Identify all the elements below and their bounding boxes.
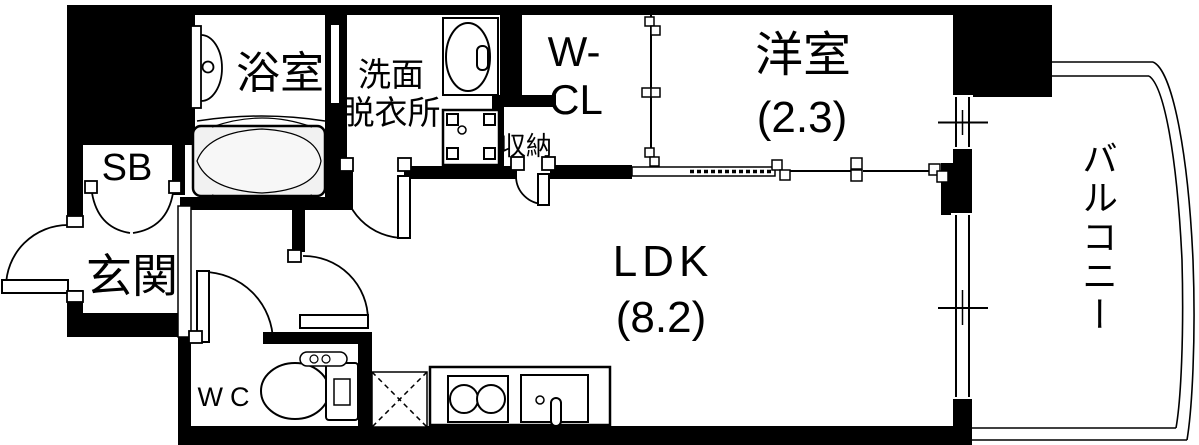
vanity-sink bbox=[442, 17, 499, 96]
hall-door bbox=[287, 249, 369, 329]
shoe-box-doors bbox=[84, 180, 182, 234]
kitchen-counter bbox=[428, 365, 612, 427]
shoe-box-label: SB bbox=[102, 147, 153, 189]
washing-machine-pan bbox=[441, 108, 501, 167]
refrigerator-space bbox=[371, 371, 428, 428]
toilet bbox=[260, 351, 359, 421]
western-room-window bbox=[938, 95, 988, 149]
wc-label: WC bbox=[198, 382, 257, 412]
wcl-label-line2: CL bbox=[549, 76, 603, 123]
washroom-label-line1: 洗面 bbox=[358, 56, 424, 93]
balcony-label: バルコニー bbox=[1077, 140, 1118, 335]
entrance-label: 玄関 bbox=[86, 250, 178, 302]
ldk-label: LDK bbox=[613, 237, 714, 286]
ldk-window bbox=[938, 213, 988, 399]
ldk-size: (8.2) bbox=[616, 293, 706, 342]
wc-door bbox=[188, 270, 274, 344]
western-room-label: 洋室 bbox=[755, 29, 851, 82]
bathroom-label: 浴室 bbox=[236, 49, 324, 98]
storage-label: 収納 bbox=[500, 131, 552, 161]
sliding-partition bbox=[631, 157, 949, 183]
balcony-railing bbox=[972, 61, 1195, 441]
washroom-door bbox=[339, 157, 412, 239]
washroom-label-line2: 脱衣所 bbox=[342, 94, 441, 131]
wcl-label-line1: W- bbox=[548, 28, 601, 75]
storage-door bbox=[510, 156, 556, 206]
entrance-door bbox=[1, 215, 84, 303]
western-room-size: (2.3) bbox=[757, 93, 847, 142]
entrance-step bbox=[177, 205, 192, 338]
bathtub bbox=[191, 115, 327, 205]
wcl-partition bbox=[641, 15, 661, 167]
bathroom-door bbox=[190, 25, 223, 109]
bath-wall-cavity bbox=[331, 25, 339, 103]
